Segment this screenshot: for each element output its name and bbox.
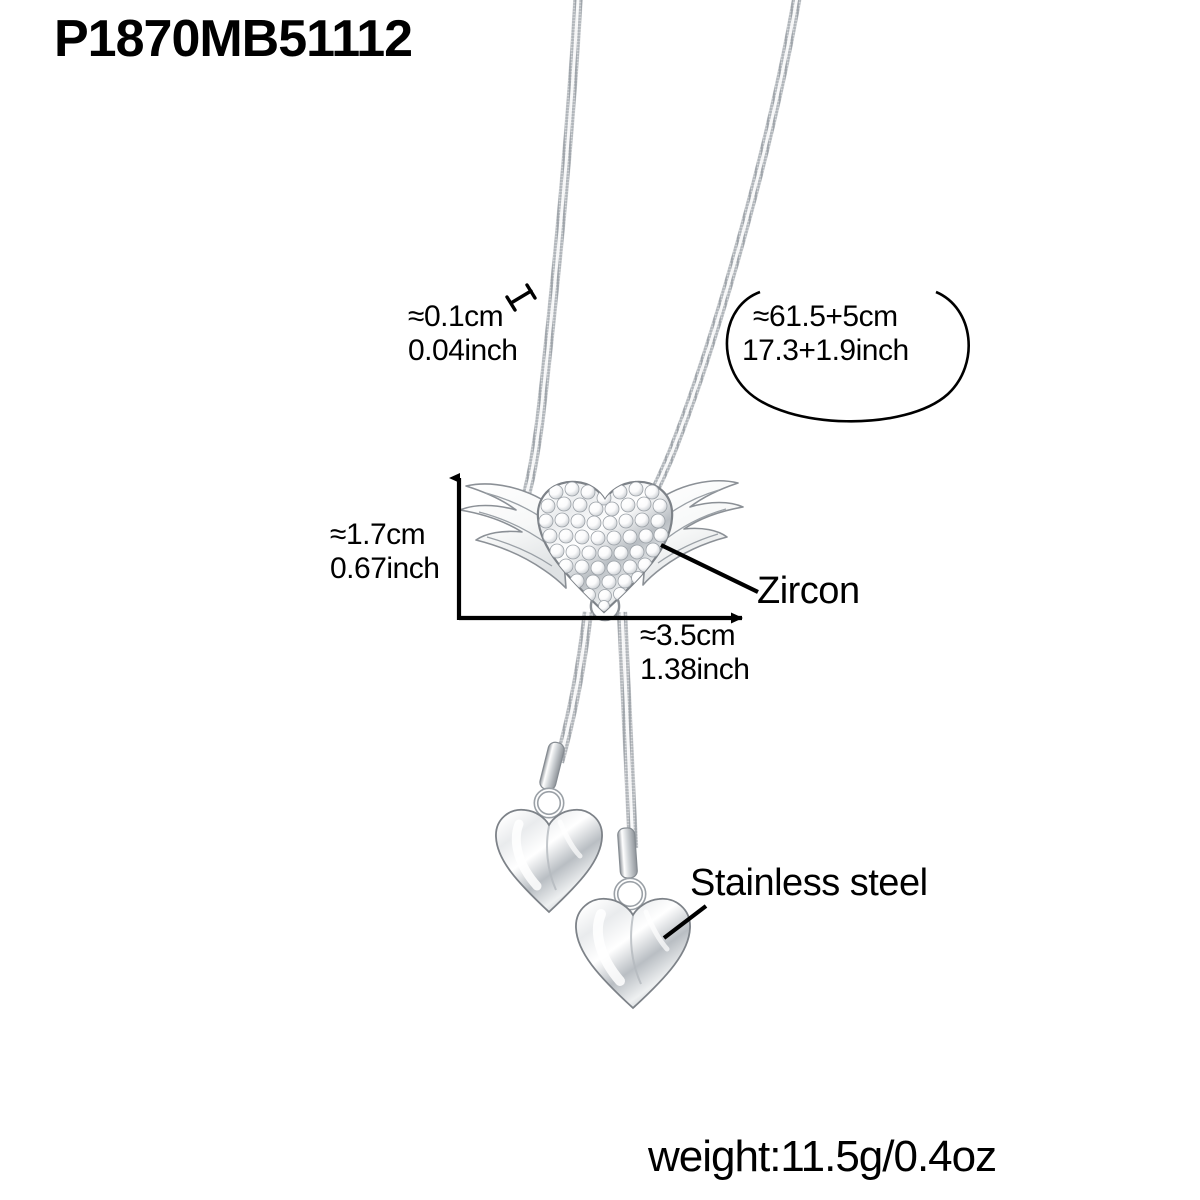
pendant-width-dimension-label: ≈3.5cm 1.38inch [640,619,750,686]
stainless-steel-material-label: Stainless steel [690,862,928,904]
pendant-width-imperial: 1.38inch [640,652,750,686]
chain-length-imperial: 17.3+1.9inch [742,333,909,367]
pendant-height-metric: ≈1.7cm [330,518,426,551]
stainless-steel-leader-line [662,904,708,940]
zircon-leader-line [660,543,759,594]
pave-zircon-stones [538,481,669,612]
drop-heart-upper [495,741,603,914]
chain-left-strand [522,0,583,494]
pendant-width-metric: ≈3.5cm [640,619,736,652]
chain-thickness-dimension-label: ≈0.1cm 0.04inch [408,300,518,367]
chain-right-strand [649,0,802,495]
caliper-tick-icon [505,283,537,312]
chain-tail-left [553,611,594,764]
chain-thickness-imperial: 0.04inch [408,333,518,367]
dimension-axes [449,473,743,624]
pendant-height-imperial: 0.67inch [330,551,440,585]
zircon-material-label: Zircon [757,570,860,612]
product-weight-label: weight:11.5g/0.4oz [648,1132,997,1181]
product-sku-title: P1870MB51112 [54,10,413,68]
chain-thickness-metric: ≈0.1cm [408,300,504,333]
chain-tail-right [616,611,639,849]
ellipse-callout-icon [725,290,970,423]
chain-length-dimension-label: ≈61.5+5cm 17.3+1.9inch [742,300,909,367]
chain-length-metric: ≈61.5+5cm [753,300,898,333]
drop-heart-lower [575,827,691,1010]
winged-heart-pendant [536,480,674,622]
pendant-height-dimension-label: ≈1.7cm 0.67inch [330,518,440,585]
